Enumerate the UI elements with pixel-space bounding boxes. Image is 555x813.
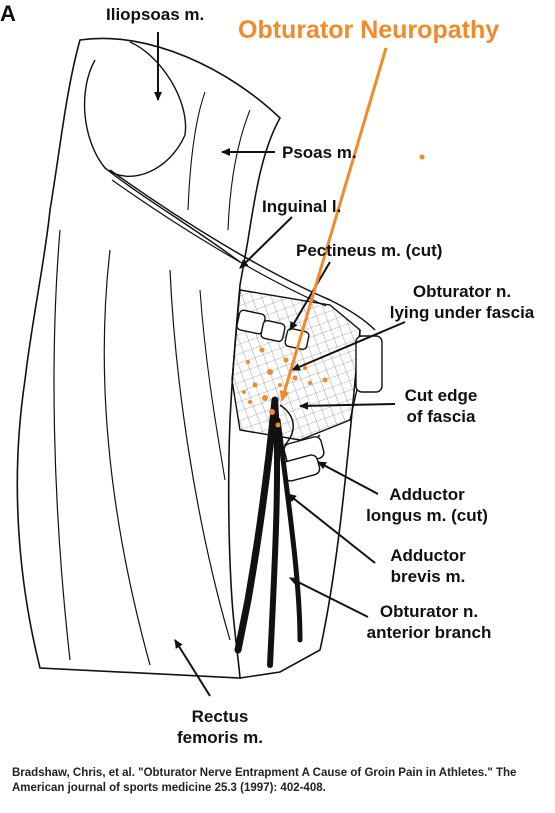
figure-title: Obturator Neuropathy	[238, 16, 500, 44]
label-pectineus: Pectineus m. (cut)	[296, 241, 443, 260]
title-pointer	[279, 47, 388, 402]
label-adductor-longus-line1: Adductor	[389, 485, 465, 504]
label-inguinal: Inguinal l.	[262, 197, 342, 216]
label-rectus-line1: Rectus	[191, 707, 249, 726]
panel-letter: A	[0, 1, 16, 26]
label-cut-edge: Cut edge of fascia	[395, 385, 487, 427]
label-obturator-under-fascia-line1: Obturator n.	[412, 282, 512, 301]
label-rectus-femoris: Rectus femoris m.	[165, 706, 275, 748]
nerve-emergence-dots	[242, 154, 425, 428]
label-obturator-under-fascia: Obturator n. lying under fascia	[376, 281, 548, 323]
citation: Bradshaw, Chris, et al. "Obturator Nerve…	[12, 767, 517, 794]
leader-lines	[154, 32, 406, 697]
label-iliopsoas: Iliopsoas m.	[106, 5, 205, 24]
label-cut-edge-line1: Cut edge	[404, 386, 478, 405]
label-cut-edge-line2: of fascia	[406, 407, 476, 426]
inguinal-ligament	[109, 169, 376, 331]
obturator-nerve	[234, 396, 303, 668]
thigh-outline	[16, 37, 282, 679]
iliopsoas-muscle	[83, 41, 187, 178]
label-adductor-brevis: Adductor brevis m.	[380, 545, 476, 587]
label-rectus-line2: femoris m.	[177, 728, 263, 747]
label-psoas: Psoas m.	[282, 143, 357, 162]
label-anterior-branch-line2: anterior branch	[366, 623, 492, 642]
label-anterior-branch: Obturator n. anterior branch	[354, 601, 504, 643]
label-adductor-longus-line2: longus m. (cut)	[366, 506, 488, 525]
label-adductor-brevis-line1: Adductor	[390, 546, 466, 565]
label-obturator-under-fascia-line2: lying under fascia	[389, 303, 535, 322]
label-adductor-longus: Adductor longus m. (cut)	[354, 484, 500, 526]
label-anterior-branch-line1: Obturator n.	[379, 602, 479, 621]
label-adductor-brevis-line2: brevis m.	[390, 567, 466, 586]
